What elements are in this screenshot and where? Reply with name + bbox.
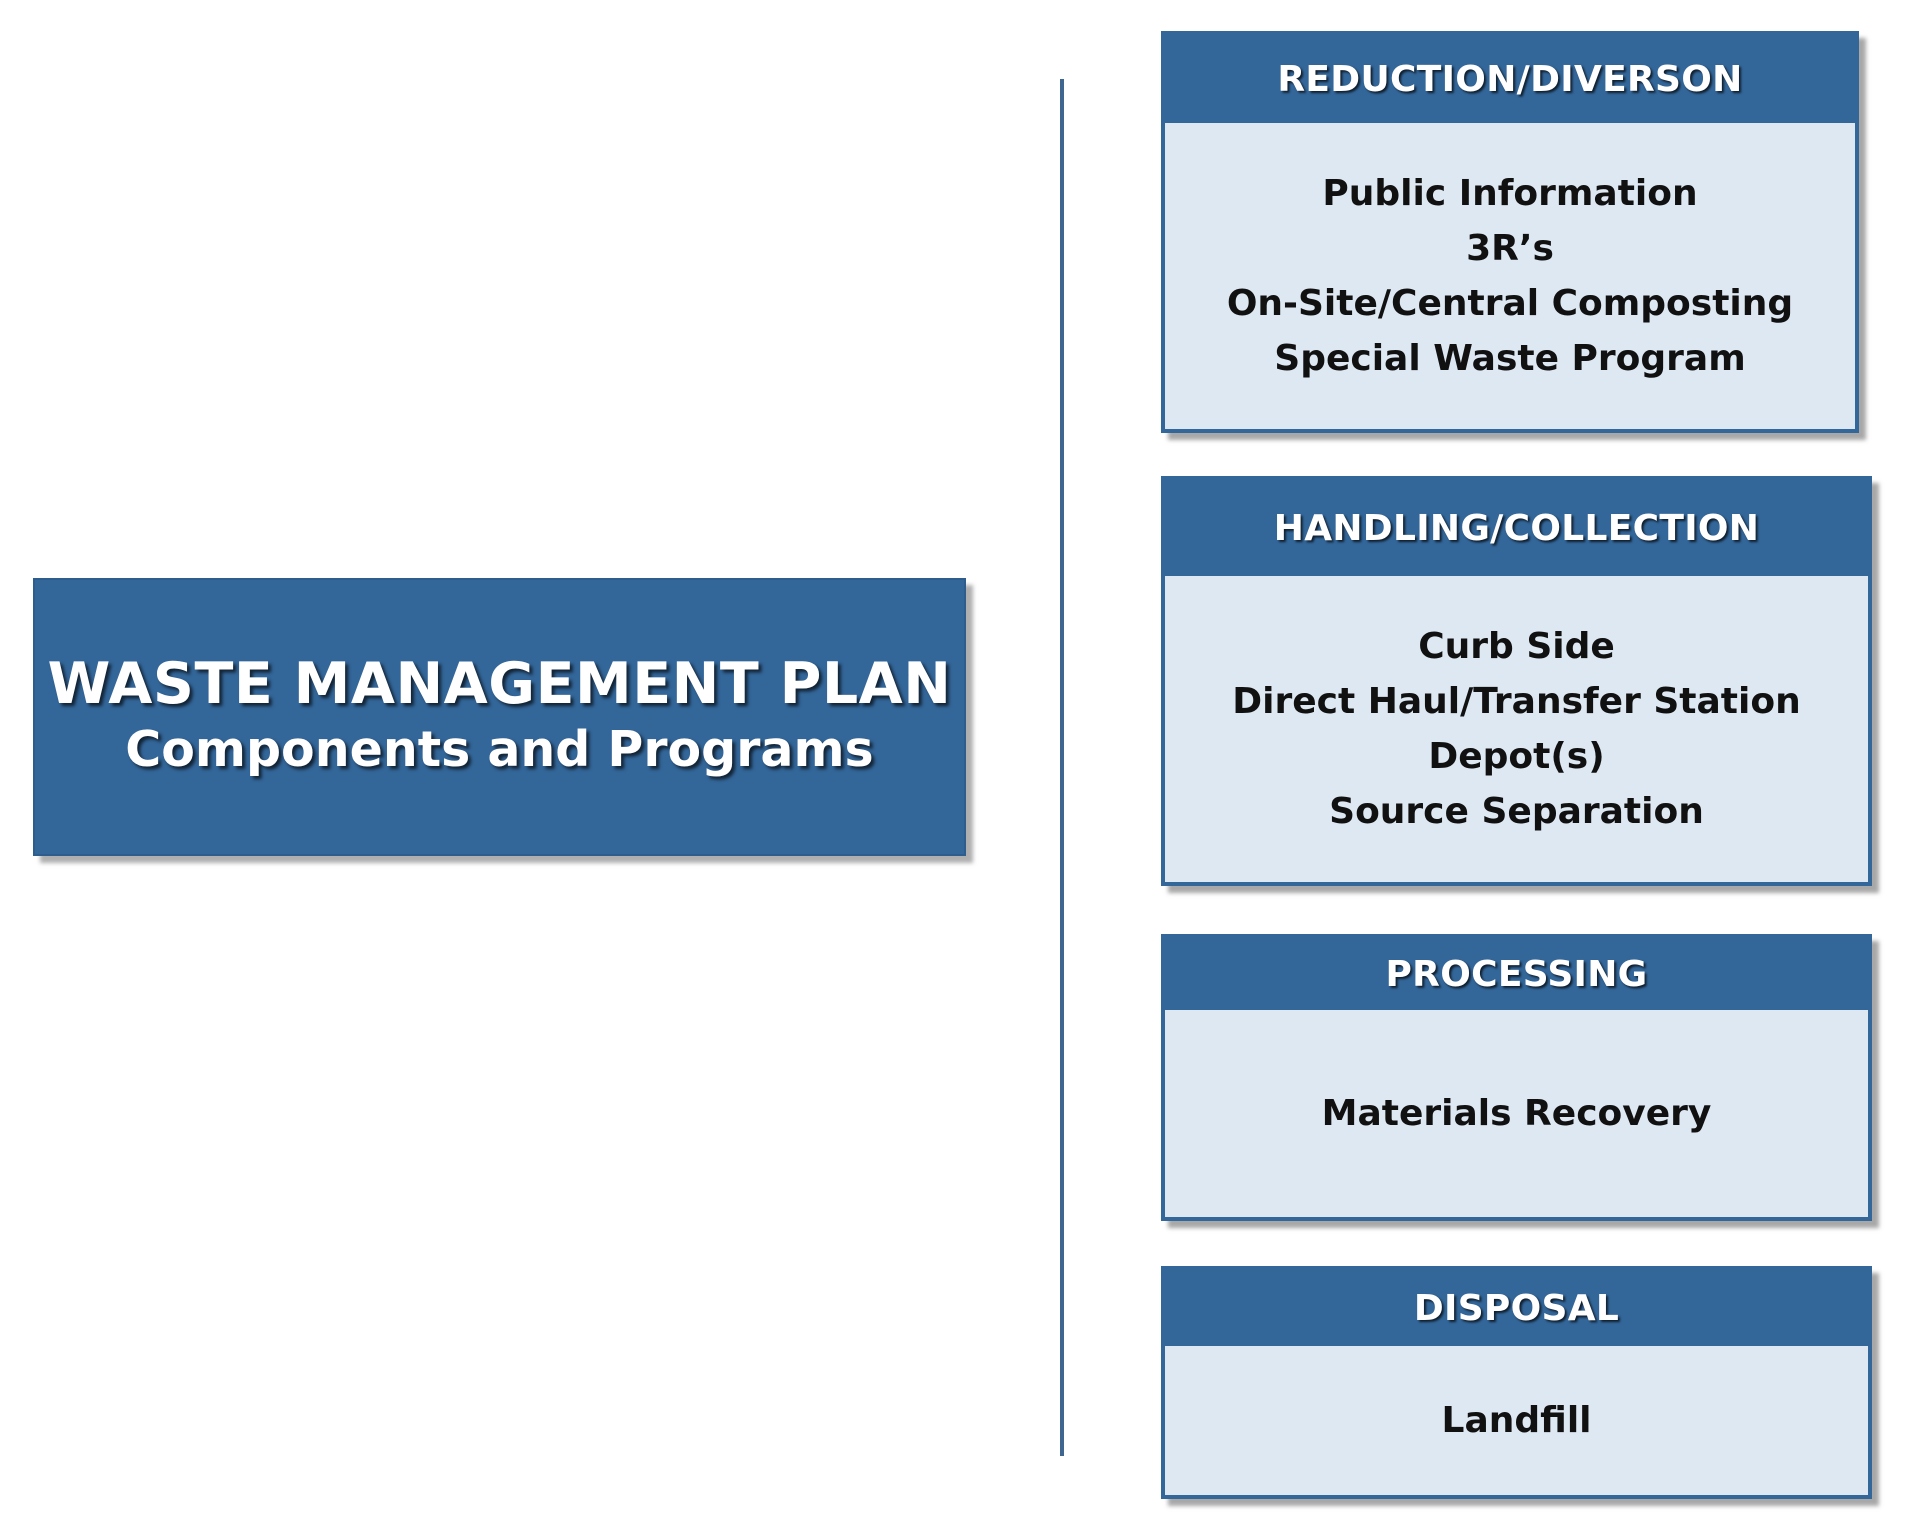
component-body: Public Information 3R’s On-Site/Central … <box>1165 123 1855 429</box>
component-item: 3R’s <box>1466 228 1554 269</box>
vertical-divider-line <box>1060 79 1064 1456</box>
component-body: Curb Side Direct Haul/Transfer Station D… <box>1165 576 1868 882</box>
processing-box: PROCESSING Materials Recovery <box>1161 934 1872 1221</box>
component-header: PROCESSING <box>1165 938 1868 1010</box>
component-header: REDUCTION/DIVERSON <box>1165 35 1855 123</box>
component-header: DISPOSAL <box>1165 1270 1868 1346</box>
component-item: Special Waste Program <box>1274 338 1746 379</box>
component-item: Materials Recovery <box>1321 1093 1712 1134</box>
component-body: Landfill <box>1165 1346 1868 1495</box>
component-item: Depot(s) <box>1428 736 1605 777</box>
component-item: Source Separation <box>1329 791 1704 832</box>
component-item: Public Information <box>1322 173 1698 214</box>
component-item: Landfill <box>1441 1400 1592 1441</box>
component-header: HANDLING/COLLECTION <box>1165 480 1868 576</box>
disposal-box: DISPOSAL Landfill <box>1161 1266 1872 1499</box>
handling-collection-box: HANDLING/COLLECTION Curb Side Direct Hau… <box>1161 476 1872 886</box>
waste-management-plan-box: WASTE MANAGEMENT PLAN Components and Pro… <box>33 578 966 856</box>
reduction-diversion-box: REDUCTION/DIVERSON Public Information 3R… <box>1161 31 1859 433</box>
main-title: WASTE MANAGEMENT PLAN <box>47 651 952 718</box>
component-item: On-Site/Central Composting <box>1226 283 1794 324</box>
component-item: Curb Side <box>1418 626 1615 667</box>
component-item: Direct Haul/Transfer Station <box>1232 681 1801 722</box>
main-subtitle: Components and Programs <box>125 720 874 778</box>
component-body: Materials Recovery <box>1165 1010 1868 1217</box>
